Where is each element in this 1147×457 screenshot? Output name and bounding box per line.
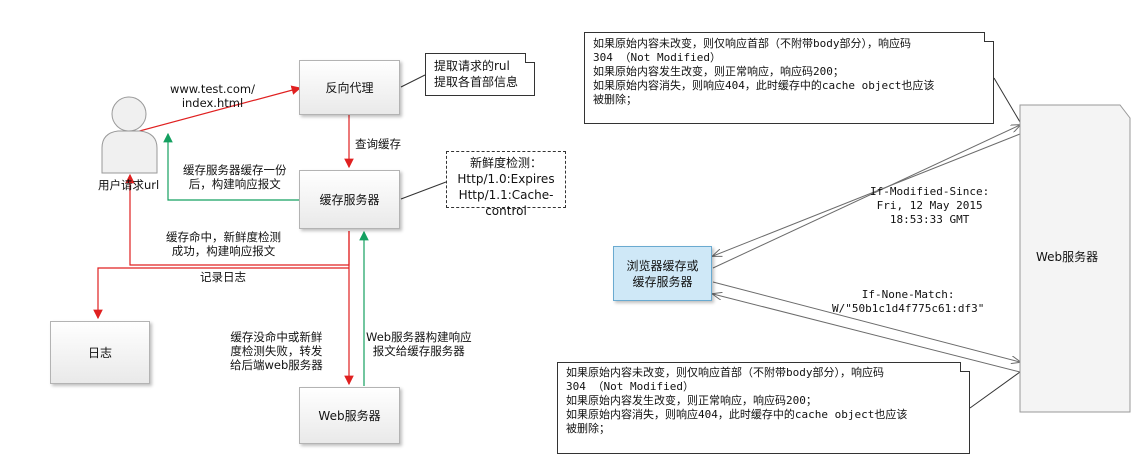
- note-top-line: 如果原始内容消失，则响应404，此时缓存中的cache object也应该: [593, 79, 935, 92]
- if-modified-arrow-back: [713, 133, 1021, 256]
- if-none-match-line: W/"50b1c1d4f775c61:df3": [832, 302, 985, 315]
- if-none-match-arrow-out: [712, 281, 1020, 362]
- if-none-match-line: If-None-Match:: [861, 288, 955, 301]
- if-modified-arrow-out: [712, 125, 1020, 269]
- browser-cache-line: 缓存服务器: [632, 274, 693, 289]
- edge-miss-label: 缓存没命中或新鲜 度检测失败，转发 给后端web服务器: [230, 330, 323, 372]
- user-icon: [100, 93, 160, 175]
- if-modified-line: Fri, 12 May 2015: [876, 199, 983, 212]
- note-bottom-connector: [969, 371, 1021, 409]
- note-top: 如果原始内容未改变，则仅响应首部（不附带body部分），响应码 304 （Not…: [584, 32, 994, 124]
- edge-build-label: 缓存服务器缓存一份 后，构建响应报文: [183, 163, 287, 191]
- log-label: 日志: [87, 346, 112, 360]
- browser-cache-box[interactable]: 浏览器缓存或 缓存服务器: [613, 246, 712, 301]
- user-label: 用户请求url: [98, 178, 160, 192]
- note-proxy-connector: [400, 74, 426, 88]
- note-proxy: 提取请求的rul 提取各首部信息: [425, 53, 535, 96]
- if-modified-label: If-Modified-Since: Fri, 12 May 2015 18:5…: [870, 185, 989, 227]
- if-none-match-label: If-None-Match: W/"50b1c1d4f775c61:df3": [832, 288, 984, 316]
- note-proxy-line: 提取请求的rul: [434, 59, 510, 73]
- note-proxy-line: 提取各首部信息: [434, 75, 519, 89]
- edge-hit-line: 缓存命中，新鲜度检测: [166, 230, 281, 244]
- note-top-line: 被删除；: [593, 93, 637, 106]
- note-fresh-line: Http/1.1:Cache-control: [458, 188, 554, 218]
- edge-web-resp-label: Web服务器构建响应 报文给缓存服务器: [366, 330, 472, 358]
- reverse-proxy-box[interactable]: 反向代理: [299, 60, 400, 115]
- web-server-box[interactable]: Web服务器: [299, 387, 400, 444]
- edge-build-line: 后，构建响应报文: [188, 177, 281, 191]
- note-fresh-line: Http/1.0:Expires: [457, 172, 555, 186]
- note-top-line: 如果原始内容发生改变，则正常响应，响应码200；: [593, 65, 844, 78]
- cache-server-box[interactable]: 缓存服务器: [299, 170, 400, 229]
- edge-miss-line: 度检测失败，转发: [230, 344, 323, 358]
- edge-url-line: www.test.com/: [170, 82, 255, 96]
- edge-hit-line: 成功，构建响应报文: [171, 244, 276, 258]
- note-bottom-line: 如果原始内容消失，则响应404，此时缓存中的cache object也应该: [566, 408, 908, 421]
- if-none-match-arrow-back: [713, 294, 1021, 373]
- edge-url-arrow: [131, 85, 302, 134]
- edge-build-arrow: [163, 132, 300, 201]
- note-bottom-line: 被删除；: [566, 422, 610, 435]
- right-web-server-label: Web服务器: [1036, 250, 1099, 264]
- note-top-line: 304 （Not Modified）: [593, 51, 721, 64]
- note-top-connector: [993, 77, 1021, 123]
- edge-log-arrow: [93, 267, 349, 320]
- browser-cache-line: 浏览器缓存或: [626, 258, 699, 273]
- edge-hit-label: 缓存命中，新鲜度检测 成功，构建响应报文: [166, 230, 281, 258]
- web-server-shape: [1019, 104, 1131, 413]
- edge-miss-line: 给后端web服务器: [230, 358, 323, 372]
- note-bottom-line: 304 （Not Modified）: [566, 380, 694, 393]
- edge-url-label: www.test.com/ index.html: [170, 82, 255, 110]
- if-modified-line: If-Modified-Since:: [870, 185, 990, 198]
- log-box[interactable]: 日志: [50, 321, 150, 384]
- note-bottom-line: 如果原始内容发生改变，则正常响应，响应码200；: [566, 394, 817, 407]
- note-bottom: 如果原始内容未改变，则仅响应首部（不附带body部分），响应码 304 （Not…: [557, 362, 970, 454]
- web-server-label: Web服务器: [318, 409, 381, 423]
- edge-miss-line: 缓存没命中或新鲜: [230, 330, 323, 344]
- note-bottom-line: 如果原始内容未改变，则仅响应首部（不附带body部分），响应码: [566, 366, 884, 379]
- edge-web-resp-line: Web服务器构建响应: [366, 330, 472, 344]
- note-fresh-connector: [400, 181, 447, 200]
- edge-log-label: 记录日志: [200, 270, 246, 284]
- note-fresh: 新鲜度检测： Http/1.0:Expires Http/1.1:Cache-c…: [446, 151, 566, 218]
- edge-query-label: 查询缓存: [355, 137, 401, 151]
- note-top-line: 如果原始内容未改变，则仅响应首部（不附带body部分），响应码: [593, 37, 911, 50]
- reverse-proxy-label: 反向代理: [325, 81, 374, 95]
- edge-url-line: index.html: [181, 96, 244, 110]
- note-fresh-line: 新鲜度检测：: [469, 156, 542, 170]
- cache-server-label: 缓存服务器: [319, 193, 380, 207]
- edge-web-resp-line: 报文给缓存服务器: [372, 344, 465, 358]
- if-modified-line: 18:53:33 GMT: [889, 213, 970, 226]
- edge-build-line: 缓存服务器缓存一份: [183, 163, 287, 177]
